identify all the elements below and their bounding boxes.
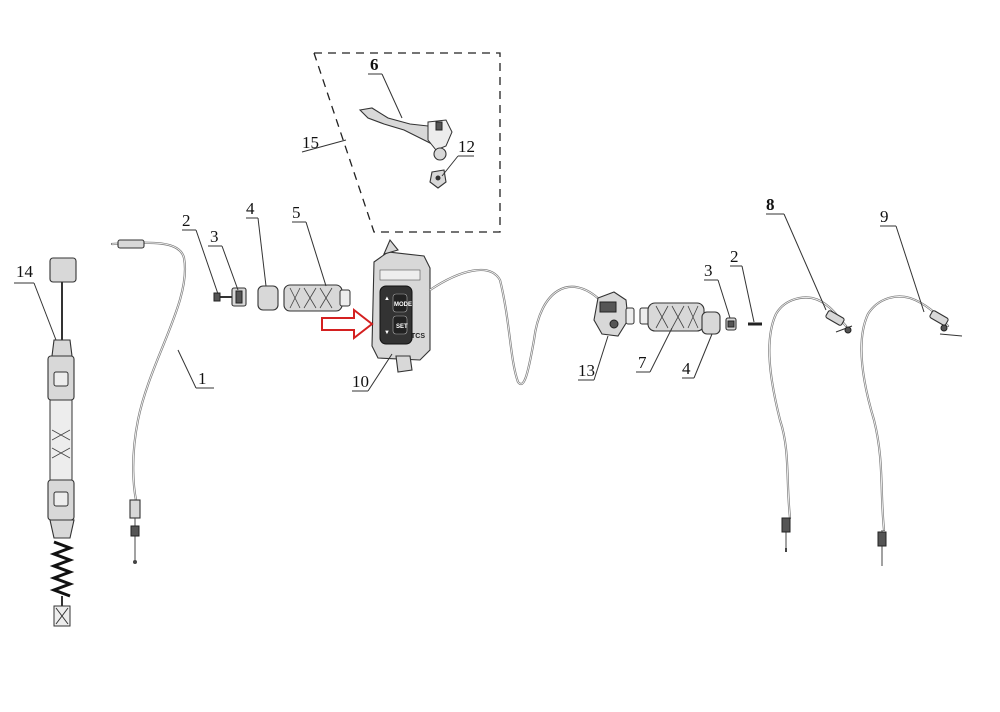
callout-7: 7 [638,353,647,372]
part-cable-1 [110,239,187,564]
callout-15: 15 [302,133,319,152]
part-switch-housing: ▲ ▼ MODE SET TCS [371,238,431,373]
mode-button-label: MODE [394,302,412,308]
switch-wiring-harness [428,268,602,385]
callout-3-left: 3 [210,227,219,246]
tcs-label: TCS [411,333,425,340]
callout-1: 1 [198,369,207,388]
part-clamp-12 [429,169,447,189]
part-bar-end-left [257,285,279,311]
part-grip-left [283,284,351,312]
part-cable-assembly-14 [47,257,77,627]
part-screw-left [213,292,232,302]
callout-8: 8 [766,195,775,214]
part-end-cap-left [231,287,247,307]
part-cable-9 [860,295,963,566]
part-grip-right [639,302,705,332]
callout-6: 6 [370,55,379,74]
callout-10: 10 [352,372,369,391]
callout-4-left: 4 [246,199,255,218]
callout-14: 14 [16,262,34,281]
part-brake-lever [358,107,453,161]
callout-numbers: 14 1 2 3 4 5 6 15 12 10 13 7 4 3 2 8 9 [16,55,889,391]
svg-text:▲: ▲ [384,296,390,302]
part-end-cap-right [725,317,737,331]
svg-text:▼: ▼ [384,330,390,336]
callout-4-right: 4 [682,359,691,378]
callout-12: 12 [458,137,475,156]
leader-lines [14,73,925,392]
callout-2-right: 2 [730,247,739,266]
red-outline-arrow-icon [321,307,374,341]
callout-5: 5 [292,203,301,222]
callout-2-left: 2 [182,211,191,230]
part-cable-8 [768,296,853,552]
dashed-group-box-15 [313,52,501,233]
callout-3-right: 3 [704,261,713,280]
set-button-label: SET [396,324,408,330]
callout-13: 13 [578,361,595,380]
part-throttle-housing [593,291,635,337]
callout-9: 9 [880,207,889,226]
part-bar-end-right [701,311,721,335]
